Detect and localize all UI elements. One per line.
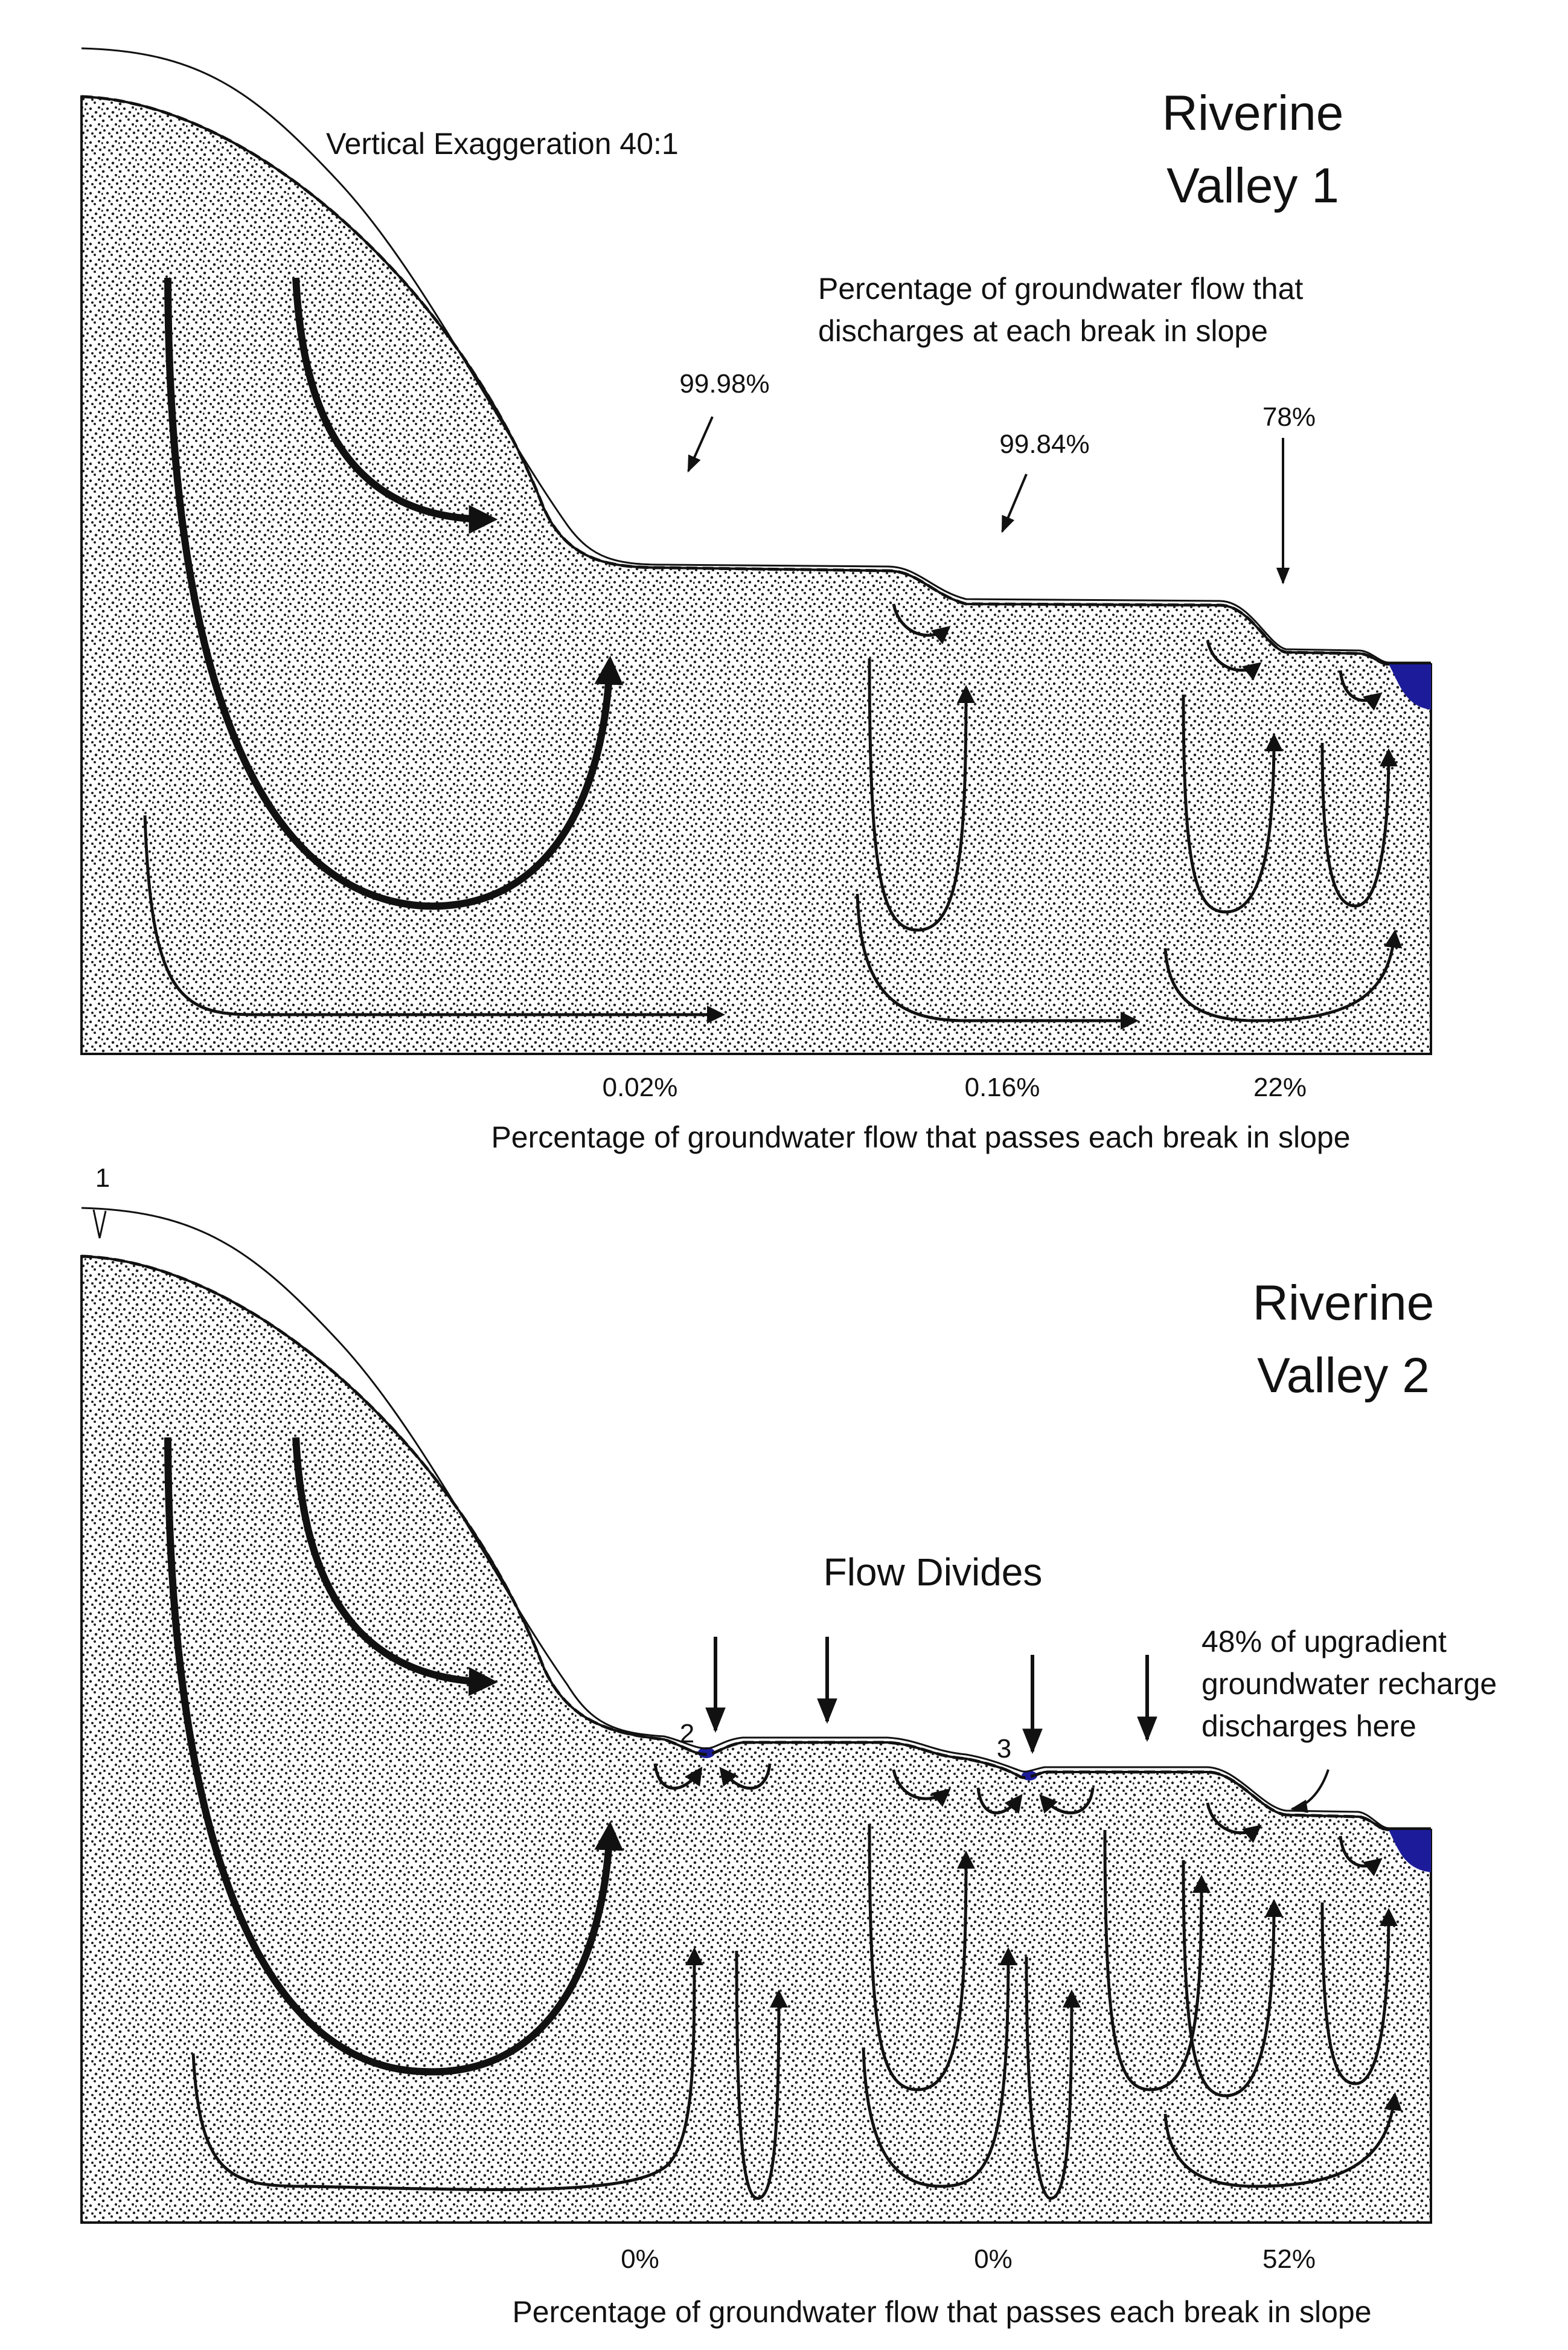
local-flow-arrow	[1320, 1902, 1398, 2085]
panel-1: Riverine Valley 1 Vertical Exaggeration …	[80, 47, 1432, 1154]
discharge-caption-line-1: Percentage of groundwater flow that	[818, 272, 1303, 306]
shallow-cell-arrow	[1339, 1835, 1383, 1876]
exaggeration-label: Vertical Exaggeration 40:1	[326, 127, 679, 161]
recharge-note-line-1: 48% of upgradient	[1202, 1625, 1447, 1658]
shallow-flow-arrow	[292, 277, 498, 534]
pass-value: 0.02%	[603, 1073, 678, 1102]
pass-caption: Percentage of groundwater flow that pass…	[491, 1120, 1350, 1154]
pass-value: 0%	[974, 2244, 1013, 2274]
recharge-note-pointer	[1290, 1769, 1330, 1813]
local-flow-arrow	[862, 1947, 1017, 2188]
land-surface-1	[81, 47, 1431, 664]
panel-title-line-2: Valley 2	[1257, 1348, 1430, 1403]
pass-value: 0%	[621, 2244, 659, 2274]
river-2	[1389, 1830, 1431, 1872]
local-flow-arrow	[1163, 2092, 1403, 2188]
shallow-cell-arrow	[1039, 1787, 1095, 1815]
discharge-caption-line-2: discharges at each break in slope	[818, 314, 1268, 348]
shallow-flow-arrow	[292, 1437, 498, 1697]
panel-title-line-1: Riverine	[1253, 1276, 1435, 1331]
shallow-cell-arrow	[1206, 1802, 1262, 1843]
shallow-cell-arrow	[653, 1763, 703, 1790]
panel-2: 1 2 3 Riverine Valley 2 Flow Divides 48%…	[80, 1163, 1497, 2329]
recharge-note-line-2: groundwater recharge	[1202, 1667, 1497, 1701]
pass-value: 22%	[1253, 1073, 1307, 1102]
pass-value: 0.16%	[965, 1073, 1040, 1102]
shallow-cell-arrow	[719, 1763, 772, 1790]
pass-caption: Percentage of groundwater flow that pass…	[512, 2295, 1371, 2329]
regional-flow-arrow	[164, 277, 624, 910]
shallow-cell-arrow	[892, 603, 951, 644]
deep-flow-arrow	[143, 815, 725, 1024]
local-flow-arrow	[1320, 742, 1398, 908]
discharge-value: 99.84%	[999, 429, 1089, 459]
local-flow-arrow	[1103, 1829, 1211, 2092]
local-flow-arrow	[868, 658, 975, 932]
recharge-note-line-3: discharges here	[1202, 1709, 1416, 1743]
regional-flow-arrow	[164, 1437, 624, 2076]
panel-title-line-1: Riverine	[1162, 86, 1344, 141]
local-flow-arrow	[1025, 1956, 1081, 2200]
water-table-1	[81, 95, 1389, 666]
local-flow-arrow	[856, 893, 1139, 1030]
shallow-cell-arrow	[1206, 640, 1262, 681]
local-flow-arrow	[868, 1823, 975, 2092]
land-surface-2	[81, 1207, 1431, 1829]
local-flow-arrow	[1163, 929, 1403, 1023]
point-label-2: 2	[680, 1719, 694, 1748]
discharge-value: 99.98%	[679, 369, 769, 399]
local-flow-arrow	[735, 1950, 788, 2200]
deep-flow-arrow	[191, 1947, 703, 2191]
shallow-cell-arrow	[1339, 670, 1383, 711]
water-table-2	[81, 1254, 1389, 1832]
panel-title-line-2: Valley 1	[1166, 158, 1339, 213]
flow-divides-label: Flow Divides	[824, 1550, 1043, 1594]
shallow-cell-arrow	[976, 1787, 1023, 1815]
shallow-cell-arrow	[892, 1769, 951, 1807]
recharge-notch-1	[92, 1209, 107, 1239]
local-flow-arrow	[1182, 1860, 1283, 2098]
discharge-value: 78%	[1262, 402, 1316, 432]
pointer-arrow	[1001, 474, 1028, 533]
point-label-3: 3	[997, 1734, 1011, 1764]
pass-value: 52%	[1262, 2244, 1316, 2274]
local-flow-arrow	[1182, 694, 1283, 914]
river-1	[1389, 664, 1431, 710]
point-label-1: 1	[95, 1163, 110, 1193]
pointer-arrow	[687, 416, 714, 473]
